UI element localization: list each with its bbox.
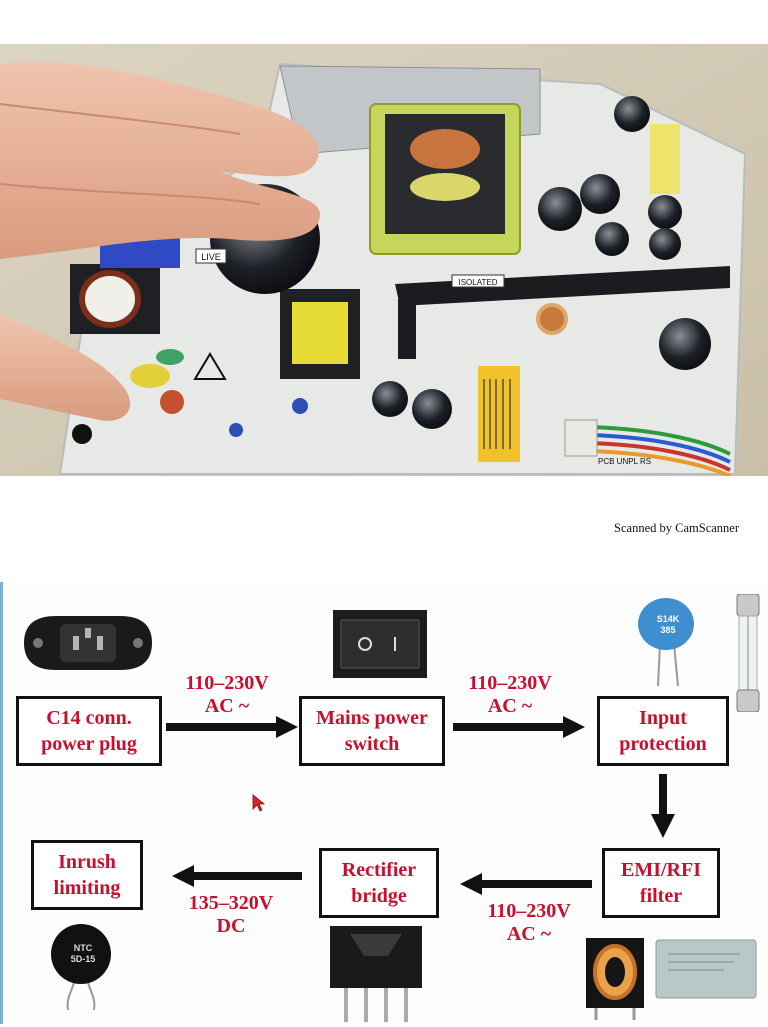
flow-arrows xyxy=(166,716,675,895)
block-emi-filter: EMI/RFI filter xyxy=(602,848,720,918)
output-connector xyxy=(650,124,680,194)
pcb-photo: LIVE ISOLATED PCB UNPL RS xyxy=(0,44,768,476)
voltage-label-plug-to-switch: 110–230V AC ~ xyxy=(185,672,269,717)
block-mains-label: Mains power switch xyxy=(316,707,428,755)
block-rectifier-bridge: Rectifier bridge xyxy=(319,848,439,918)
arrow-switch-to-protection xyxy=(453,716,585,738)
heatsink xyxy=(395,266,730,306)
svg-text:S14K: S14K xyxy=(657,614,680,624)
c14-connector-image xyxy=(18,610,158,676)
block-c14-label: C14 conn. power plug xyxy=(41,707,137,755)
page-edge xyxy=(0,582,3,1024)
arrow-rectifier-to-inrush xyxy=(172,865,302,887)
scanner-watermark: Scanned by CamScanner xyxy=(614,521,739,535)
mouse-pointer-icon xyxy=(252,794,266,812)
emi-choke-image xyxy=(582,934,648,1020)
varistor-image: S14K 385 xyxy=(634,594,698,687)
voltage-label-filter-to-rectifier: 110–230V AC ~ xyxy=(487,900,571,945)
x2-capacitor-image xyxy=(654,938,758,1002)
svg-text:385: 385 xyxy=(660,625,675,635)
block-c14-power-plug: C14 conn. power plug xyxy=(16,696,162,766)
pcb-label-isolated: ISOLATED xyxy=(459,278,498,287)
block-emi-label: EMI/RFI filter xyxy=(621,859,701,907)
arrow-filter-to-rectifier xyxy=(460,873,592,895)
rocker-switch-image xyxy=(333,610,427,678)
bridge-rectifier-image xyxy=(330,926,422,1022)
block-rectifier-label: Rectifier bridge xyxy=(341,859,417,907)
svg-text:5D-15: 5D-15 xyxy=(71,954,96,964)
block-inrush-label: Inrush limiting xyxy=(53,851,121,899)
block-inrush-limiting: Inrush limiting xyxy=(31,840,143,910)
block-diagram: S14K 385 C14 conn. power plug Mains powe… xyxy=(0,582,768,1024)
pcb-label-live: LIVE xyxy=(201,252,221,262)
voltage-label-switch-to-protection: 110–230V AC ~ xyxy=(468,672,552,717)
block-mains-switch: Mains power switch xyxy=(299,696,445,766)
block-input-label: Input protection xyxy=(619,707,707,755)
barcode-label xyxy=(478,366,520,462)
block-input-protection: Input protection xyxy=(597,696,729,766)
pcb-label-part: PCB UNPL RS xyxy=(598,457,651,466)
hand xyxy=(0,62,320,421)
aux-transformer xyxy=(292,302,348,364)
arrow-plug-to-switch xyxy=(166,716,298,738)
ntc-thermistor-image: NTC 5D-15 xyxy=(46,922,118,1012)
arrow-protection-to-filter xyxy=(651,774,675,838)
voltage-label-rectifier-to-inrush: 135–320V DC xyxy=(188,892,274,937)
pcb-photo-illustration: LIVE ISOLATED PCB UNPL RS xyxy=(0,44,768,476)
svg-text:NTC: NTC xyxy=(74,943,93,953)
fuse-image xyxy=(734,593,762,713)
